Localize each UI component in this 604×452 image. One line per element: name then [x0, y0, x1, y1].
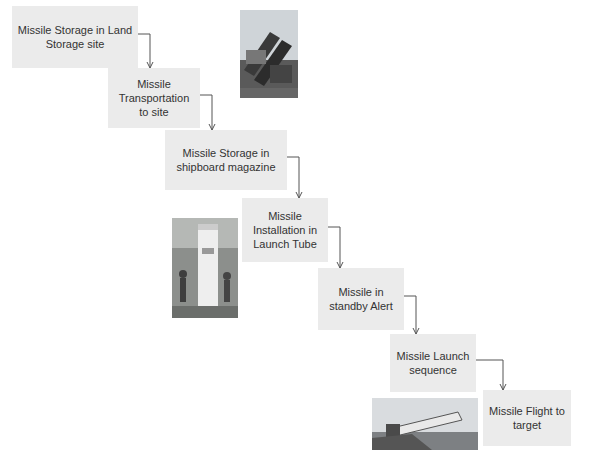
flow-arrow [476, 360, 503, 390]
process-box: Missile in standby Alert [318, 268, 404, 330]
box-label: Missile Transportation to site [113, 77, 195, 119]
box-label: Missile Flight to target [488, 404, 566, 432]
flow-arrow [287, 157, 299, 198]
process-box: Missile Storage in Land Storage site [12, 6, 138, 68]
launch-photo [372, 398, 478, 450]
box-label: Missile Storage in Land Storage site [17, 23, 133, 51]
box-label: Missile Installation in Launch Tube [247, 209, 323, 251]
box-label: Missile Launch sequence [395, 349, 471, 377]
box-label: Missile in standby Alert [323, 285, 399, 313]
flow-arrow [404, 296, 416, 334]
flow-arrow [138, 34, 150, 68]
box-label: Missile Storage in shipboard magazine [170, 146, 282, 174]
process-box: Missile Transportation to site [108, 68, 200, 128]
flow-arrow [328, 227, 340, 268]
process-box: Missile Launch sequence [390, 334, 476, 392]
process-box: Missile Installation in Launch Tube [242, 198, 328, 262]
process-box: Missile Storage in shipboard magazine [165, 130, 287, 190]
storage-photo [240, 10, 298, 98]
flow-arrow [200, 95, 212, 130]
process-box: Missile Flight to target [483, 390, 571, 446]
launch-tube-photo [172, 218, 238, 318]
